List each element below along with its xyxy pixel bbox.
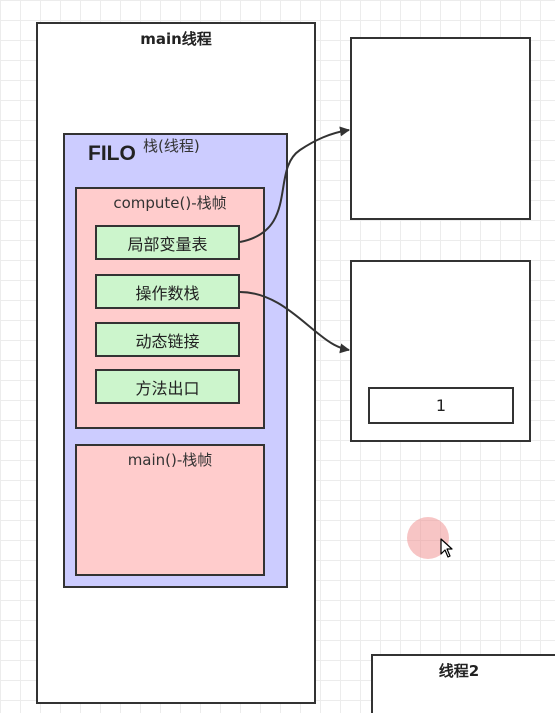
local-variable-table: 局部变量表 — [95, 225, 240, 260]
stack-label: 栈(线程) — [143, 137, 200, 155]
dynamic-linking: 动态链接 — [95, 322, 240, 357]
filo-label: FILO — [88, 142, 136, 165]
heap-object-box-1 — [350, 37, 531, 220]
operand-stack: 操作数栈 — [95, 274, 240, 309]
main-frame-title: main()-栈帧 — [127, 451, 213, 469]
main-stack-frame: main()-栈帧 — [75, 444, 265, 576]
method-exit: 方法出口 — [95, 369, 240, 404]
thread2-title: 线程2 — [438, 662, 480, 680]
thread2-box: 线程2 — [371, 654, 555, 713]
compute-frame-title: compute()-栈帧 — [113, 194, 227, 212]
main-thread-title: main线程 — [140, 30, 212, 48]
heap-value-box: 1 — [368, 387, 514, 424]
mouse-pointer-icon — [440, 538, 453, 558]
